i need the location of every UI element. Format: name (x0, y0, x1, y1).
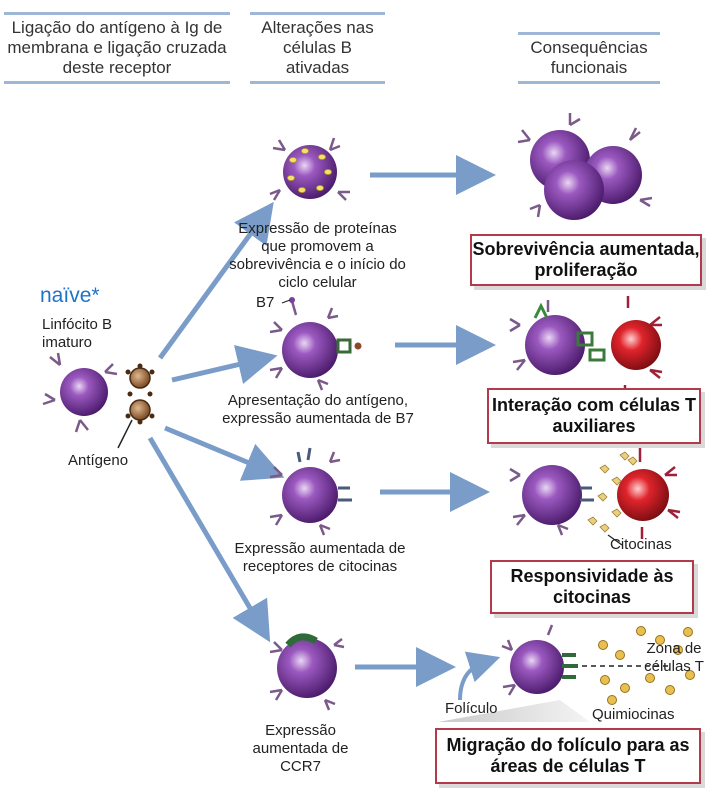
row2-consequence-box: Interação com células T auxiliares (487, 388, 701, 444)
arrow-to-row4 (147, 436, 271, 643)
cytokines-label: Citocinas (610, 536, 672, 553)
t-cell-zone-label: Zona de células T (644, 640, 704, 675)
row4-consequence-text: Migração do folículo para as áreas de cé… (446, 735, 690, 776)
row1-activated-cell (269, 137, 350, 201)
row4-ccr7-cell (269, 633, 345, 711)
antigen-cluster (117, 363, 155, 449)
chemokines-label: Quimiocinas (592, 706, 675, 723)
b-t-interaction (509, 296, 663, 397)
immature-b-cell-label: Linfócito B imaturo (42, 316, 113, 351)
header-col3: Consequências funcionais (518, 32, 660, 84)
row1-consequence-text: Sobrevivência aumentada, proliferação (472, 239, 700, 280)
row1-change-label: Expressão de proteínas que promovem a so… (229, 220, 406, 291)
naive-label: naïve* (40, 284, 100, 307)
row2-antigen-presenting-cell (269, 297, 362, 391)
antigen-label: Antígeno (68, 452, 129, 469)
row4-change-label: Expressão aumentada de CCR7 (252, 722, 349, 775)
follicle-migration (438, 624, 695, 722)
row3-cytokine-receptor-cell (269, 447, 352, 536)
cytokine-interaction (509, 448, 681, 546)
row4-consequence-box: Migração do folículo para as áreas de cé… (435, 728, 701, 784)
arrow-to-row2 (171, 345, 278, 385)
arrow-to-row3 (164, 425, 285, 481)
arrow-to-row1 (157, 201, 274, 360)
follicle-label: Folículo (445, 700, 498, 717)
immature-b-cell (42, 352, 118, 433)
result-arrows (355, 155, 496, 687)
header-col1: Ligação do antígeno à Ig de membrana e l… (4, 12, 230, 84)
header-col2: Alterações nas células B ativadas (250, 12, 385, 84)
row3-consequence-box: Responsividade às citocinas (490, 560, 694, 614)
row2-change-label: Apresentação do antígeno, expressão aume… (222, 392, 414, 427)
branch-arrows (147, 201, 285, 643)
row3-change-label: Expressão aumentada de receptores de cit… (234, 540, 406, 575)
b7-marker-label: B7 (256, 294, 275, 311)
row3-consequence-text: Responsividade às citocinas (510, 566, 674, 607)
row1-consequence-box: Sobrevivência aumentada, proliferação (470, 234, 702, 286)
row2-consequence-text: Interação com células T auxiliares (491, 395, 697, 436)
proliferating-cells (517, 113, 653, 220)
